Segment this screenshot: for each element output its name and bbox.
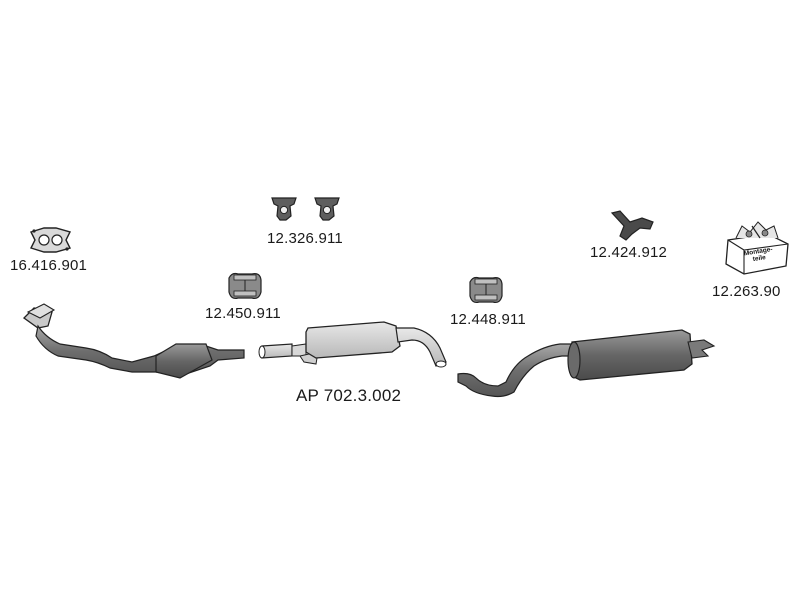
middle-muffler-section xyxy=(258,321,447,368)
rubber-hanger-part-left xyxy=(271,197,297,221)
front-pipe-catalyst xyxy=(22,303,245,379)
clamp-front-part-number: 12.450.911 xyxy=(205,305,281,322)
mounting-kit-part-number: 12.263.90 xyxy=(712,283,781,300)
rubber-hanger-part-right xyxy=(314,197,340,221)
hanger-part-number: 12.326.911 xyxy=(267,230,343,247)
gasket-part xyxy=(30,227,72,253)
bracket-part xyxy=(610,210,654,241)
assembly-part-number: AP 702.3.002 xyxy=(296,386,402,405)
clamp-rear-part-number: 12.448.911 xyxy=(450,311,526,328)
clamp-part-rear xyxy=(469,276,503,303)
mounting-kit-box xyxy=(725,221,789,275)
rear-muffler-section xyxy=(457,329,716,398)
bracket-part-number: 12.424.912 xyxy=(590,244,668,261)
gasket-part-number: 16.416.901 xyxy=(10,257,88,274)
clamp-part-front xyxy=(228,272,262,299)
